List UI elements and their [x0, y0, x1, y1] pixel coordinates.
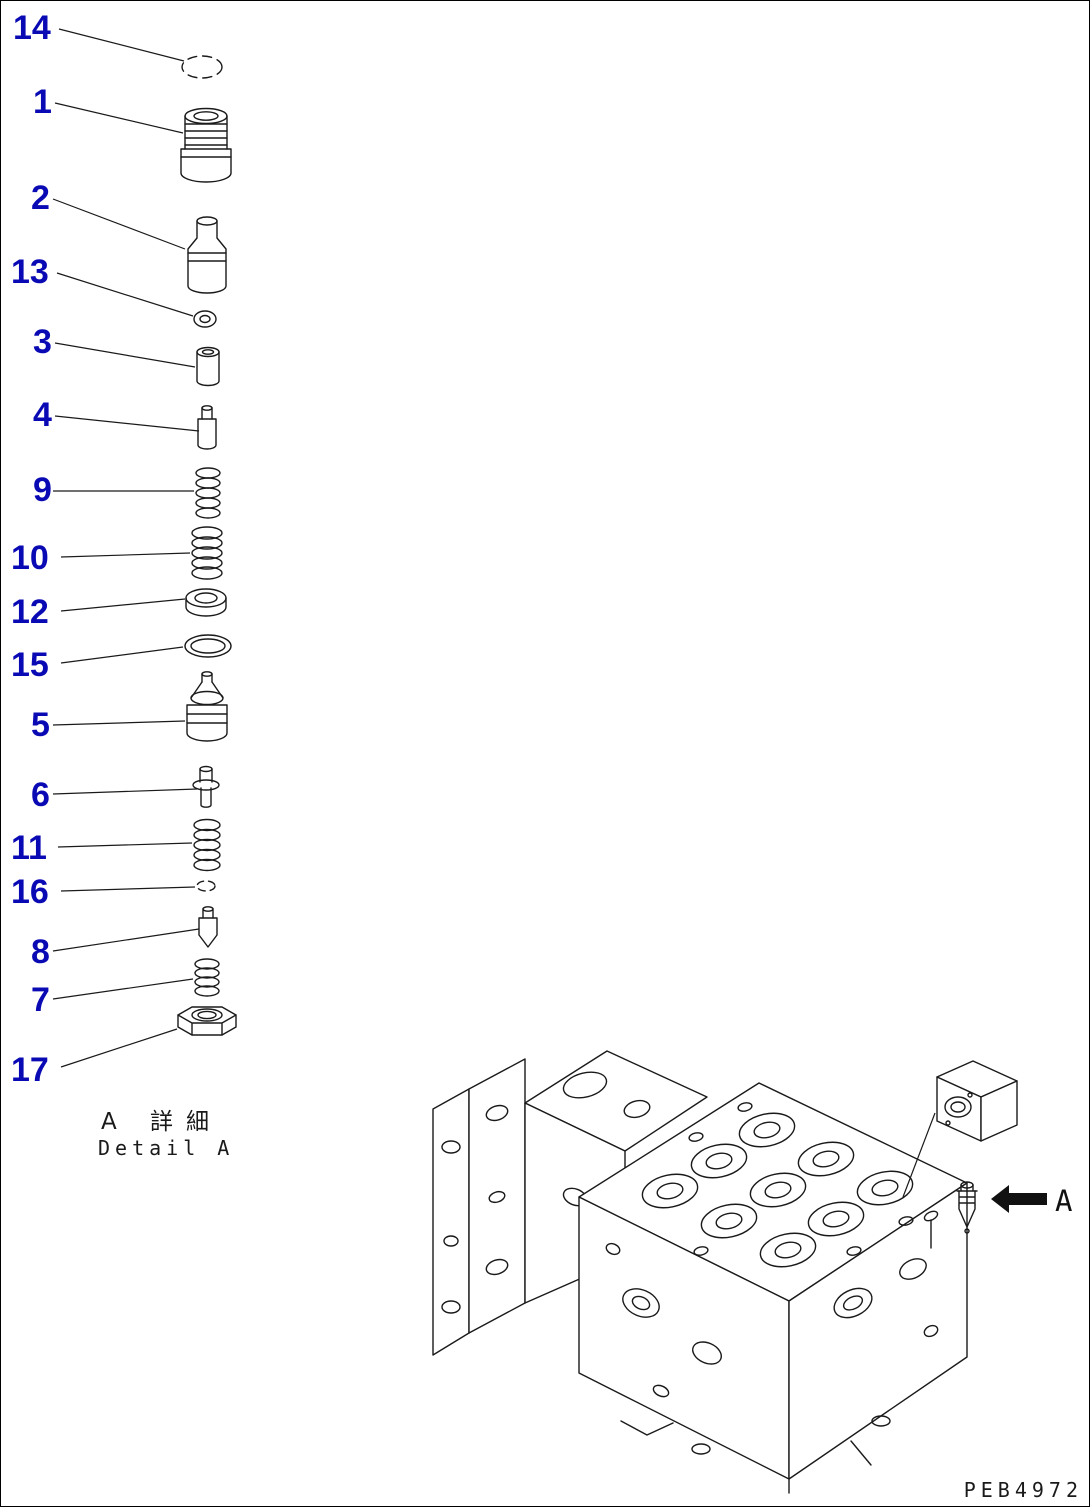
- valve-front-ports: [605, 1242, 722, 1398]
- valve-main-block: [578, 1082, 968, 1480]
- leader-line: [60, 1028, 178, 1068]
- callout-8: 8: [31, 933, 50, 971]
- leader-line: [52, 928, 200, 952]
- part-7-spring: [194, 958, 220, 997]
- callout-1: 1: [33, 83, 52, 121]
- detail-a-group: A: [902, 1060, 1072, 1234]
- callout-15: 15: [11, 646, 49, 684]
- leader-line: [60, 646, 184, 664]
- detail-cube: [936, 1060, 1018, 1142]
- leader-line: [52, 720, 186, 726]
- callout-7: 7: [31, 981, 50, 1019]
- leader-line: [52, 198, 186, 250]
- part-3-sleeve: [196, 346, 220, 387]
- leader-line: [57, 842, 193, 848]
- callout-6: 6: [31, 776, 50, 814]
- valve-end-plates: [432, 1058, 526, 1356]
- part-8-poppet: [198, 906, 218, 948]
- part-14-oring: [181, 55, 223, 79]
- part-16-clip: [196, 880, 216, 892]
- part-17-nut: [177, 1006, 237, 1036]
- part-11-spring: [193, 818, 221, 872]
- valve-top-ports: [641, 1102, 914, 1268]
- leader-line: [54, 342, 196, 368]
- callout-4: 4: [33, 396, 52, 434]
- leader-line: [60, 598, 186, 612]
- part-1-plug: [180, 107, 232, 183]
- part-5-valve: [186, 671, 228, 742]
- part-6-pin: [192, 765, 220, 808]
- detail-label-en: Detail A: [98, 1136, 234, 1160]
- detail-valve-part: [956, 1181, 978, 1234]
- part-4-pin: [197, 405, 217, 450]
- leader-line: [60, 886, 196, 892]
- detail-label-jp: A 詳細: [101, 1109, 222, 1135]
- valve-body-drawing: [432, 1050, 968, 1494]
- leader-line: [56, 272, 194, 317]
- part-12-guide: [185, 588, 227, 617]
- exploded-parts: [177, 55, 237, 1036]
- callout-13: 13: [11, 253, 49, 291]
- callout-17: 17: [11, 1051, 49, 1089]
- part-10-spring: [191, 526, 223, 580]
- leader-line: [52, 978, 194, 1000]
- callout-5: 5: [31, 706, 50, 744]
- callout-leader-lines: [52, 28, 200, 1068]
- detail-arrow-icon: [991, 1185, 1047, 1213]
- detail-leader-line: [902, 1112, 936, 1198]
- callout-16: 16: [11, 873, 49, 911]
- drawing-code: PEB4972: [964, 1478, 1083, 1502]
- callout-12: 12: [11, 593, 49, 631]
- callout-14: 14: [13, 9, 51, 47]
- leader-line: [60, 552, 191, 558]
- part-13-ring: [193, 310, 217, 328]
- detail-arrow-label: A: [1055, 1184, 1072, 1218]
- callout-3: 3: [33, 323, 52, 361]
- valve-bottom-feet: [620, 1415, 891, 1494]
- callout-11: 11: [11, 829, 47, 867]
- callout-2: 2: [31, 179, 50, 217]
- part-9-spring: [195, 467, 221, 519]
- valve-right-ports: [833, 1210, 939, 1338]
- detail-caption: A 詳細 Detail A: [98, 1109, 234, 1160]
- leader-line: [58, 28, 185, 62]
- callout-10: 10: [11, 539, 49, 577]
- part-2-poppet: [187, 216, 227, 294]
- callout-9: 9: [33, 471, 52, 509]
- leader-line: [54, 102, 184, 134]
- leader-line: [52, 788, 198, 795]
- part-15-oring: [184, 634, 232, 658]
- leader-line: [54, 415, 200, 432]
- callout-numbers: 14 1 2 13 3 4 9 10 12 15 5 6 11 16 8 7 1…: [11, 9, 52, 1089]
